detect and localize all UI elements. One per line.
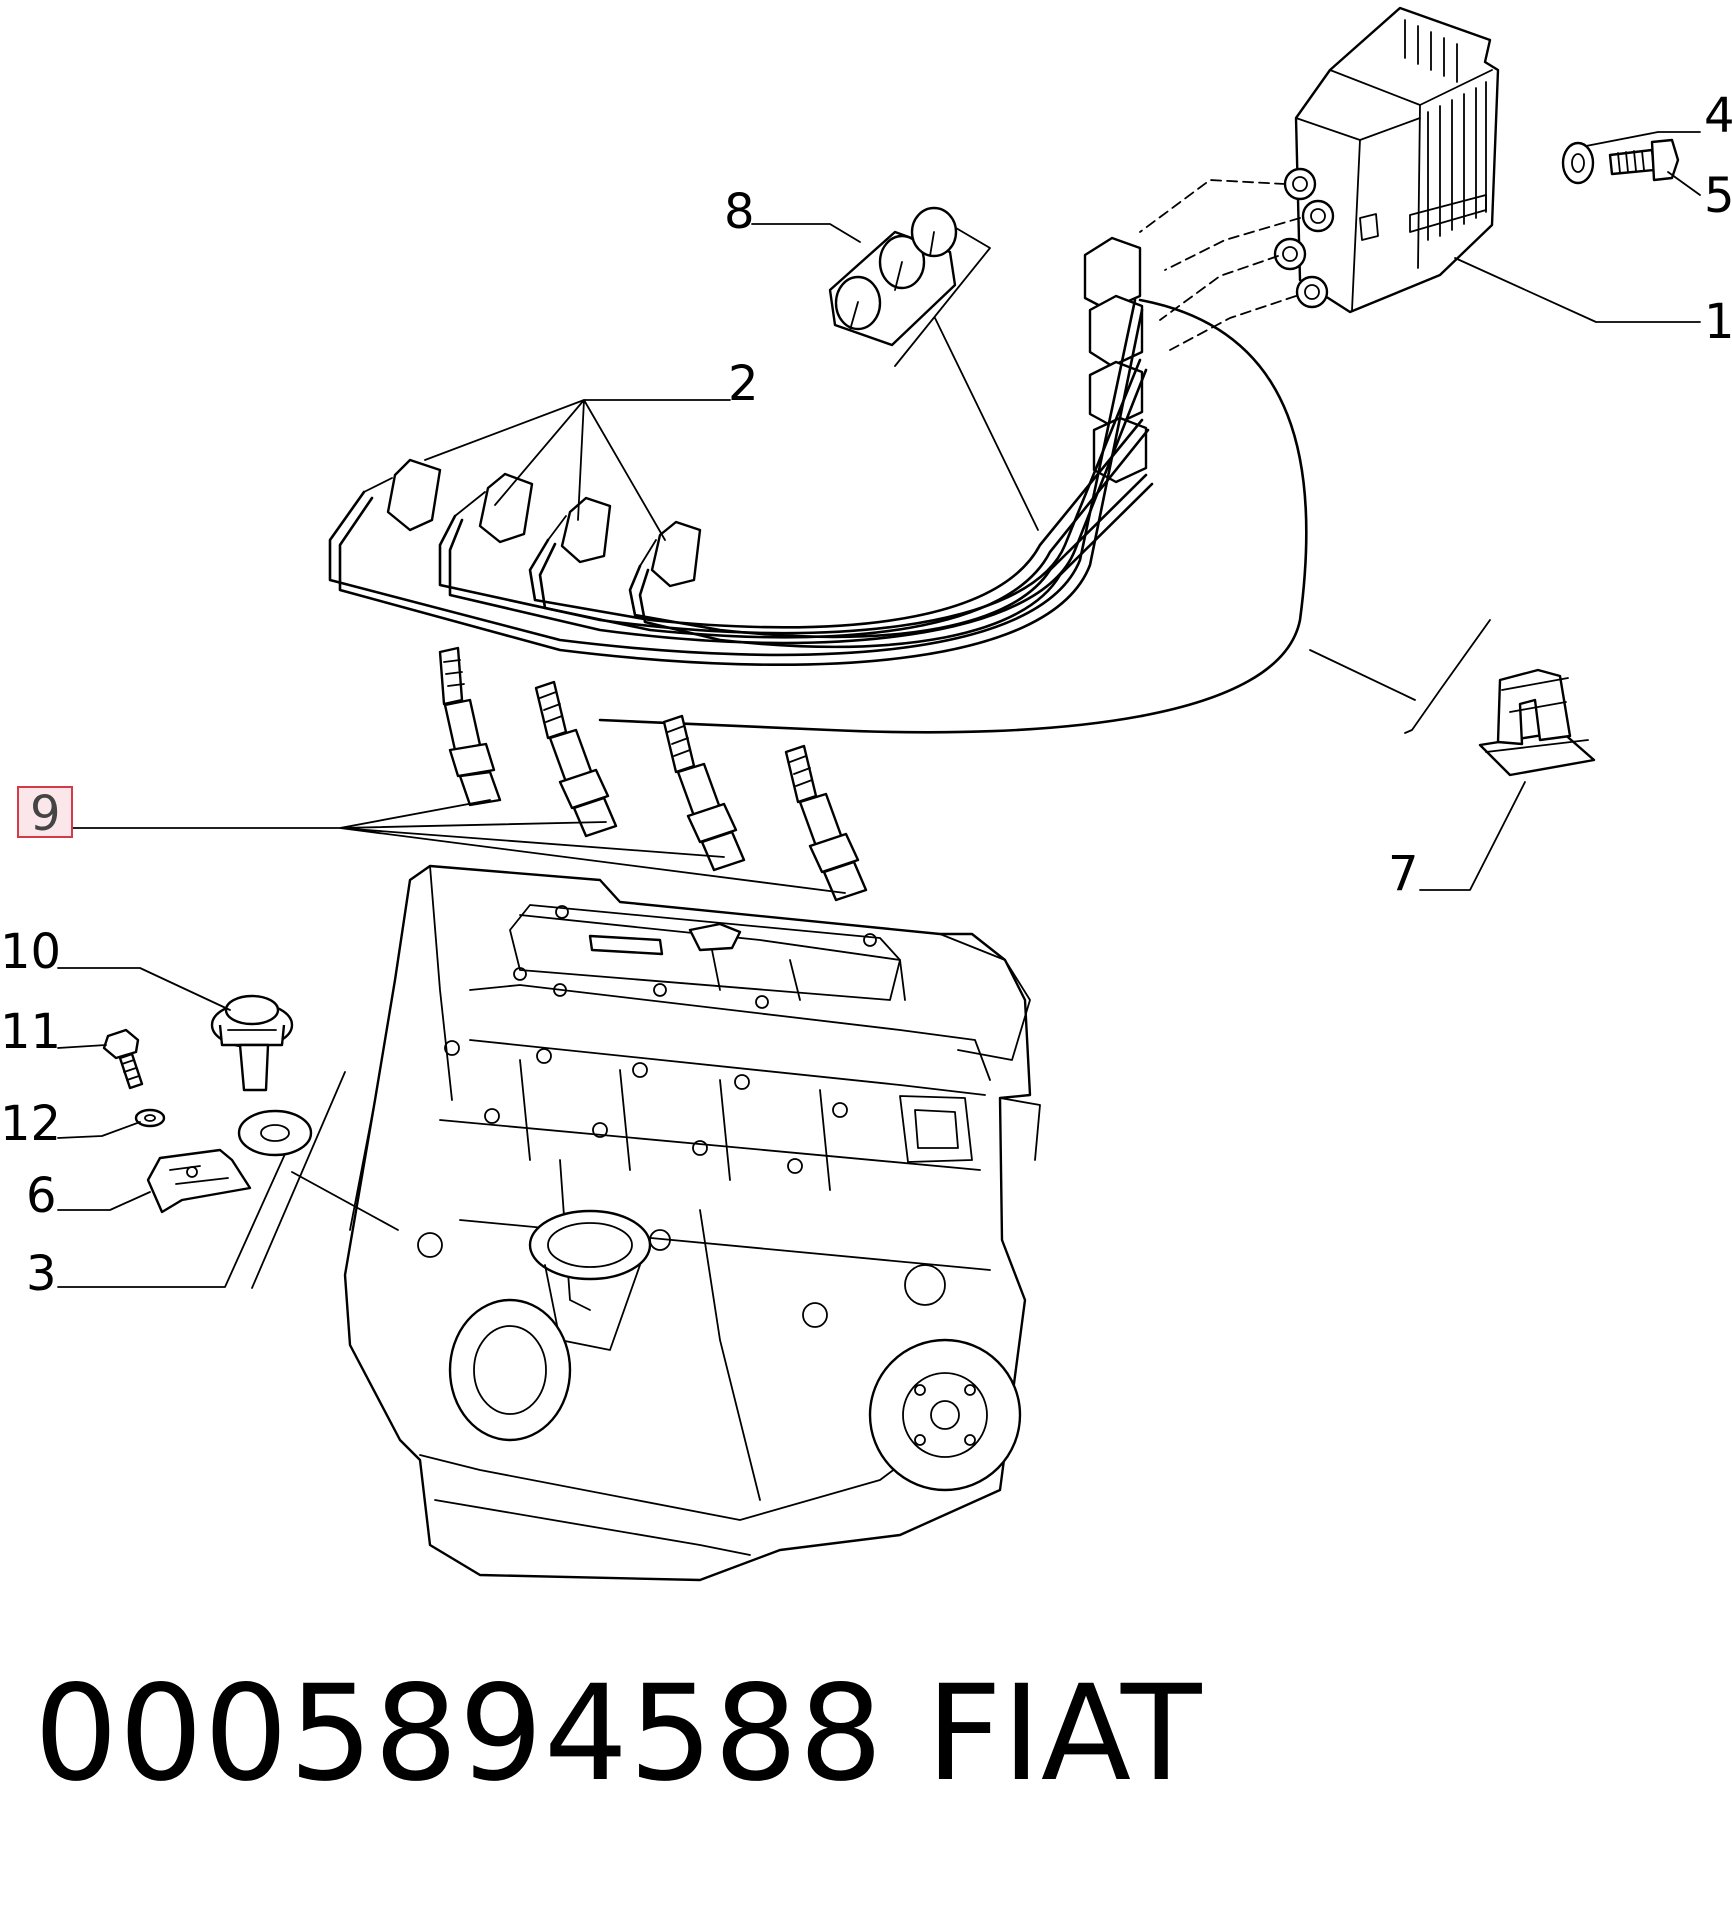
callout-11[interactable]: 11: [0, 1004, 61, 1060]
spark-plug-leads[interactable]: [328, 236, 1308, 734]
coil-lead-guides: [1139, 179, 1301, 351]
part-number: 0005894588: [34, 1657, 884, 1811]
callout-8[interactable]: 8: [724, 184, 755, 240]
cable-support[interactable]: [1478, 668, 1596, 777]
bolt[interactable]: [102, 1028, 144, 1090]
callout-2[interactable]: 2: [728, 356, 759, 412]
screw[interactable]: [1608, 138, 1680, 182]
engine-block: [343, 864, 1041, 1582]
bracket[interactable]: [146, 1148, 252, 1214]
spark-plug-4[interactable]: [784, 744, 868, 902]
highlight-box: [17, 786, 73, 838]
callout-9[interactable]: 9: [30, 786, 61, 842]
callout-6[interactable]: 6: [26, 1168, 57, 1224]
callout-12[interactable]: 12: [0, 1096, 61, 1152]
callout-7[interactable]: 7: [1388, 846, 1419, 902]
spark-plug-1[interactable]: [438, 646, 502, 807]
callout-5[interactable]: 5: [1704, 168, 1732, 224]
callout-10[interactable]: 10: [0, 924, 61, 980]
gasket-washer[interactable]: [237, 1109, 313, 1157]
cable-holder-clip[interactable]: [828, 206, 958, 347]
small-washer[interactable]: [134, 1108, 166, 1128]
sensor[interactable]: [210, 994, 294, 1092]
ignition-coil[interactable]: [1273, 6, 1500, 314]
callout-3[interactable]: 3: [26, 1246, 57, 1302]
leader-lines: [57, 131, 1701, 1289]
spark-plug-2[interactable]: [534, 680, 618, 838]
brand-name: FIAT: [926, 1657, 1202, 1811]
callout-1[interactable]: 1: [1704, 294, 1732, 350]
washer[interactable]: [1561, 141, 1595, 185]
spark-plug-3[interactable]: [662, 714, 746, 872]
callout-4[interactable]: 4: [1704, 88, 1732, 144]
callout-labels: 1 4 5 8 2 7 9 10 11 12 6 3: [0, 88, 1732, 1302]
